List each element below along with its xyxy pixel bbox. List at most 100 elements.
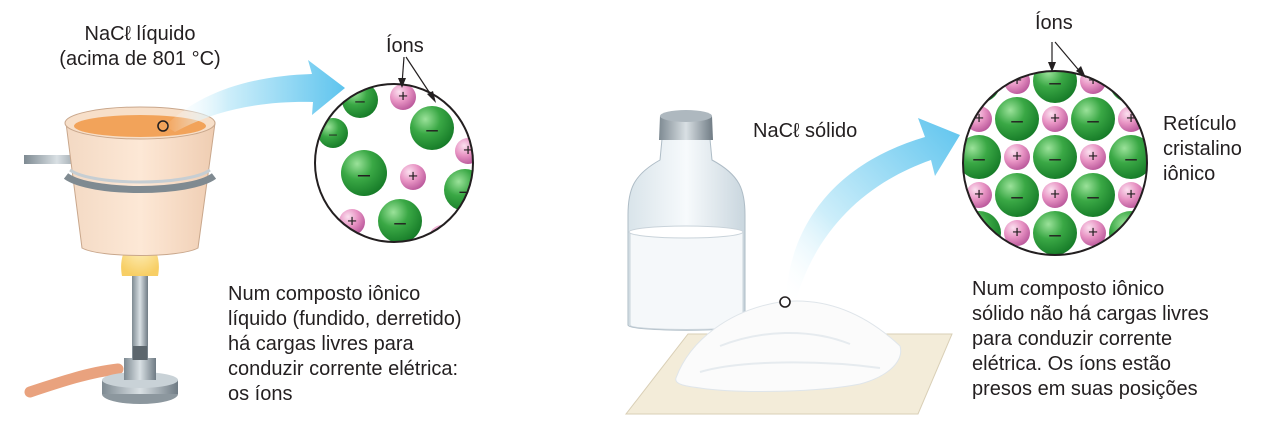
right-ions-label: Íons <box>1035 12 1073 34</box>
anion-charge: – <box>355 91 365 110</box>
anion-ion: – <box>919 249 963 293</box>
anion-charge: – <box>1011 109 1023 132</box>
cation-ion: + <box>1042 106 1068 132</box>
anion-ion: – <box>1109 71 1147 103</box>
anion-charge: – <box>329 126 337 142</box>
right-description-line: presos em suas posições <box>972 378 1198 400</box>
zoom-arrow-left <box>165 60 345 132</box>
anion-ion: – <box>995 97 1039 141</box>
left-description-line: conduzir corrente elétrica: <box>228 358 459 380</box>
anion-charge: – <box>1163 185 1175 208</box>
anion-charge: – <box>935 185 947 208</box>
anion-charge: – <box>394 211 406 234</box>
crystal-lattice-magnified: –––––––––––––––––––––––––+++++++++++++++… <box>919 21 1191 293</box>
cation-charge: + <box>1012 147 1022 166</box>
gas-hose <box>24 363 124 398</box>
cation-charge: + <box>463 141 473 160</box>
clamp-ring <box>63 173 217 193</box>
cation-ion: + <box>1080 220 1106 246</box>
support-rod <box>24 155 90 164</box>
anion-charge: – <box>1087 33 1099 56</box>
anion-ion: – <box>410 106 454 150</box>
cation-charge: + <box>1126 109 1136 128</box>
left-description-line: os íons <box>228 383 293 405</box>
anion-ion: – <box>444 169 473 211</box>
cation-charge: + <box>936 223 946 242</box>
cation-charge: + <box>398 87 408 106</box>
anion-ion: – <box>1071 97 1115 141</box>
cation-charge: + <box>1012 71 1022 90</box>
cation-ion: + <box>400 164 426 190</box>
cation-charge: + <box>1088 223 1098 242</box>
anion-ion: – <box>1033 135 1077 179</box>
anion-charge: – <box>935 261 947 284</box>
left-title-line2: (acima de 801 °C) <box>59 48 221 70</box>
cation-ion: + <box>1004 144 1030 170</box>
cation-charge: + <box>1088 147 1098 166</box>
right-title: NaCℓ sólido <box>753 120 858 142</box>
left-ions-label: Íons <box>386 35 424 57</box>
cation-ion: + <box>966 182 992 208</box>
cation-charge: + <box>974 109 984 128</box>
right-description: Num composto iônico sólido não há cargas… <box>972 277 1209 402</box>
cation-ion: + <box>966 30 992 56</box>
cation-ion: + <box>1118 30 1144 56</box>
lattice-label: Retículo cristalino iônico <box>1163 112 1242 187</box>
anion-ion: – <box>1147 21 1191 65</box>
cation-ion: + <box>1080 71 1106 94</box>
cation-ion: + <box>390 84 416 110</box>
anion-charge: – <box>973 71 985 94</box>
cation-charge: + <box>1088 71 1098 90</box>
anion-charge: – <box>1163 33 1175 56</box>
cation-charge: + <box>1164 223 1174 242</box>
anion-ion: – <box>378 199 422 242</box>
anion-charge: – <box>1049 71 1061 94</box>
left-description-line: Num composto iônico <box>228 283 421 305</box>
cation-ion: + <box>1156 220 1182 246</box>
anion-charge: – <box>1011 33 1023 56</box>
lattice-label-line: cristalino <box>1163 138 1242 160</box>
cation-charge: + <box>1164 71 1174 90</box>
left-description-line: líquido (fundido, derretido) <box>228 308 462 330</box>
left-title-line1: NaCℓ líquido <box>84 23 196 45</box>
anion-ion: – <box>1071 173 1115 217</box>
cation-charge: + <box>1126 33 1136 52</box>
cation-ion: + <box>1004 220 1030 246</box>
cation-ion: + <box>1156 68 1182 94</box>
anion-ion: – <box>1033 71 1077 103</box>
anion-charge: – <box>1087 109 1099 132</box>
anion-ion: – <box>995 21 1039 65</box>
cation-ion: + <box>1118 182 1144 208</box>
anion-charge: – <box>1049 147 1061 170</box>
anion-ion: – <box>963 135 1001 179</box>
cation-charge: + <box>1012 223 1022 242</box>
cation-charge: + <box>974 33 984 52</box>
cation-charge: + <box>936 71 946 90</box>
left-description: Num composto iônico líquido (fundido, de… <box>228 282 461 407</box>
anion-charge: – <box>1125 223 1137 246</box>
cation-charge: + <box>1126 185 1136 204</box>
zoom-arrow-right <box>786 118 960 300</box>
right-description-line: sólido não há cargas livres <box>972 303 1209 325</box>
anion-charge: – <box>358 161 371 186</box>
left-title: NaCℓ líquido (acima de 801 °C) <box>30 22 250 72</box>
anion-ion: – <box>318 118 348 148</box>
anion-ion: – <box>963 71 1001 103</box>
cation-ion: + <box>1004 71 1030 94</box>
anion-charge: – <box>1125 71 1137 94</box>
anion-charge: – <box>973 223 985 246</box>
right-description-line: Num composto iônico <box>972 278 1165 300</box>
bunsen-burner <box>102 276 178 404</box>
anion-ion: – <box>1033 211 1077 255</box>
cation-ion: + <box>928 68 954 94</box>
molten-ions-magnified: ––––––+++++ <box>314 83 474 243</box>
right-description-line: para conduzir corrente <box>972 328 1173 350</box>
anion-charge: – <box>1011 185 1023 208</box>
sample-marker-solid <box>779 296 791 308</box>
cation-charge: + <box>347 212 357 231</box>
anion-ion: – <box>1109 135 1147 179</box>
cation-charge: + <box>408 167 418 186</box>
anion-charge: – <box>1049 223 1061 246</box>
cation-charge: + <box>1050 109 1060 128</box>
